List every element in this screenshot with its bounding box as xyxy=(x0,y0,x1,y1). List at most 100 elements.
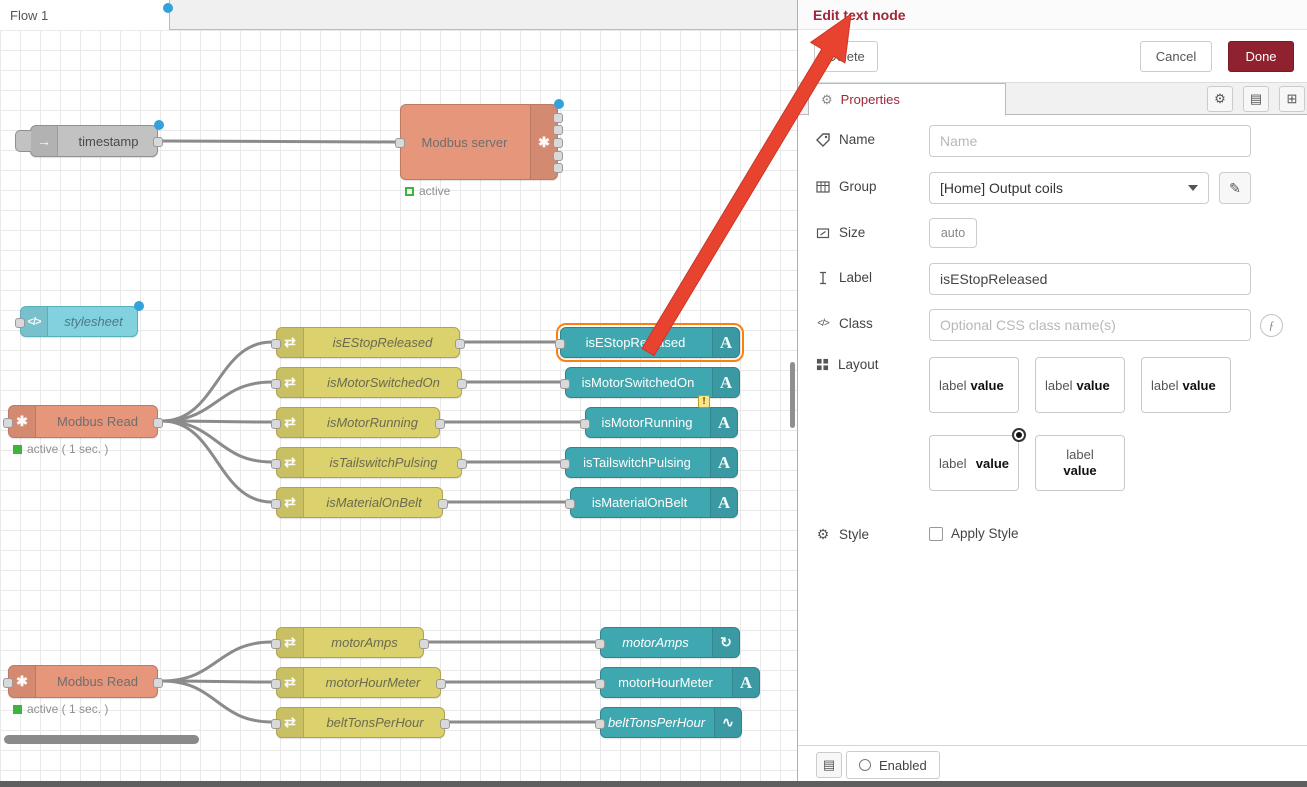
settings-gear-icon[interactable]: ⚙ xyxy=(1207,86,1233,112)
output-port[interactable] xyxy=(435,419,445,429)
edit-tray: Edit text node Delete Cancel Done ⚙ Prop… xyxy=(797,0,1307,787)
output-port[interactable] xyxy=(153,137,163,147)
output-port[interactable] xyxy=(455,339,465,349)
input-port[interactable] xyxy=(560,459,570,469)
node-label: isMotorSwitchedOn xyxy=(566,368,739,397)
class-field-label: </> Class xyxy=(816,309,929,331)
node-change-isEStopReleased[interactable]: ⇄isEStopReleased xyxy=(276,327,460,358)
apply-style-checkbox[interactable] xyxy=(929,527,943,541)
input-port[interactable] xyxy=(271,719,281,729)
input-port[interactable] xyxy=(15,318,25,328)
node-gauge-motorAmps[interactable]: ↻motorAmps xyxy=(600,627,740,658)
output-port[interactable] xyxy=(438,499,448,509)
name-input[interactable] xyxy=(929,125,1251,157)
inject-trigger-button[interactable] xyxy=(15,130,31,152)
label-input[interactable] xyxy=(929,263,1251,295)
input-port[interactable] xyxy=(271,499,281,509)
tab-properties[interactable]: ⚙ Properties xyxy=(808,83,1006,116)
layout-option-label-text: label xyxy=(939,378,966,393)
output-port[interactable] xyxy=(553,151,563,161)
node-layer: →timestamp ✱Modbus serveractive </>stylesh… xyxy=(0,0,797,787)
input-port[interactable] xyxy=(595,639,605,649)
input-port[interactable] xyxy=(595,679,605,689)
node-text-motorHourMeter[interactable]: AmotorHourMeter xyxy=(600,667,760,698)
edit-group-button[interactable]: ✎ xyxy=(1219,172,1251,204)
node-change-beltTonsPerHour[interactable]: ⇄beltTonsPerHour xyxy=(276,707,445,738)
output-port[interactable] xyxy=(153,678,163,688)
layout-option-spread[interactable]: labelvalue xyxy=(929,435,1019,491)
changed-indicator xyxy=(134,301,144,311)
input-port[interactable] xyxy=(271,639,281,649)
tray-header: Edit text node xyxy=(798,0,1307,30)
node-text-isEStopReleased[interactable]: AisEStopReleased xyxy=(560,327,740,358)
node-modbus-read-2[interactable]: ✱Modbus Readactive ( 1 sec. ) xyxy=(8,665,158,698)
output-port[interactable] xyxy=(153,418,163,428)
input-port[interactable] xyxy=(3,418,13,428)
description-doc-icon[interactable]: ▤ xyxy=(1243,86,1269,112)
node-text-isTailswitchPulsing[interactable]: AisTailswitchPulsing xyxy=(565,447,738,478)
output-port[interactable] xyxy=(419,639,429,649)
input-port[interactable] xyxy=(271,379,281,389)
node-change-isMotorSwitchedOn[interactable]: ⇄isMotorSwitchedOn xyxy=(276,367,462,398)
node-change-motorHourMeter[interactable]: ⇄motorHourMeter xyxy=(276,667,441,698)
node-text-isMotorRunning[interactable]: AisMotorRunning! xyxy=(585,407,738,438)
input-port[interactable] xyxy=(271,419,281,429)
output-port[interactable] xyxy=(436,679,446,689)
output-port[interactable] xyxy=(553,113,563,123)
node-timestamp[interactable]: →timestamp xyxy=(30,125,158,157)
vertical-scrollbar[interactable] xyxy=(790,362,795,428)
input-port[interactable] xyxy=(565,499,575,509)
layout-option-label-text: label xyxy=(1151,378,1178,393)
layout-option-value-text: value xyxy=(970,378,1003,393)
node-change-isMaterialOnBelt[interactable]: ⇄isMaterialOnBelt xyxy=(276,487,443,518)
node-label: isMotorSwitchedOn xyxy=(277,368,461,397)
output-port[interactable] xyxy=(457,459,467,469)
node-modbus-server[interactable]: ✱Modbus serveractive xyxy=(400,104,558,180)
input-port[interactable] xyxy=(580,419,590,429)
cancel-button[interactable]: Cancel xyxy=(1140,41,1212,72)
size-auto-button[interactable]: auto xyxy=(929,218,977,248)
output-port[interactable] xyxy=(553,125,563,135)
layout-option-stacked[interactable]: labelvalue xyxy=(1035,435,1125,491)
node-text-isMotorSwitchedOn[interactable]: AisMotorSwitchedOn xyxy=(565,367,740,398)
node-text-isMaterialOnBelt[interactable]: AisMaterialOnBelt xyxy=(570,487,738,518)
input-port[interactable] xyxy=(271,459,281,469)
input-port[interactable] xyxy=(555,339,565,349)
layout-option-value-text: value xyxy=(1076,378,1109,393)
node-change-isMotorRunning[interactable]: ⇄isMotorRunning xyxy=(276,407,440,438)
class-fx-button[interactable]: ƒ xyxy=(1260,314,1283,337)
done-button[interactable]: Done xyxy=(1228,41,1294,72)
node-stylesheet[interactable]: </>stylesheet xyxy=(20,306,138,337)
text-cursor-icon xyxy=(816,271,830,285)
input-port[interactable] xyxy=(271,339,281,349)
group-field-label: Group xyxy=(816,172,929,194)
input-port[interactable] xyxy=(395,138,405,148)
output-port[interactable] xyxy=(553,138,563,148)
horizontal-scrollbar[interactable] xyxy=(4,735,199,744)
docs-button[interactable]: ▤ xyxy=(816,752,842,778)
flow-canvas[interactable]: Flow 1 →timestamp✱Modbus serveractive</>… xyxy=(0,0,797,787)
input-port[interactable] xyxy=(595,719,605,729)
class-input[interactable] xyxy=(929,309,1251,341)
enabled-toggle[interactable]: Enabled xyxy=(846,751,940,779)
layout-option-left[interactable]: label value xyxy=(929,357,1019,413)
node-label: Modbus server xyxy=(401,105,557,179)
node-change-isTailswitchPulsing[interactable]: ⇄isTailswitchPulsing xyxy=(276,447,462,478)
output-port[interactable] xyxy=(457,379,467,389)
output-port[interactable] xyxy=(440,719,450,729)
node-label: isTailswitchPulsing xyxy=(277,448,461,477)
layout-option-center[interactable]: labelvalue xyxy=(1035,357,1125,413)
node-change-motorAmps[interactable]: ⇄motorAmps xyxy=(276,627,424,658)
input-port[interactable] xyxy=(271,679,281,689)
layout-option-right[interactable]: labelvalue xyxy=(1141,357,1231,413)
node-label: isEStopReleased xyxy=(277,328,459,357)
status-dot-icon xyxy=(13,705,22,714)
group-select[interactable]: [Home] Output coils xyxy=(929,172,1209,204)
node-chart-beltTonsPerHour[interactable]: ∿beltTonsPerHour xyxy=(600,707,742,738)
input-port[interactable] xyxy=(3,678,13,688)
appearance-layout-icon[interactable]: ⊞ xyxy=(1279,86,1305,112)
input-port[interactable] xyxy=(560,379,570,389)
node-modbus-read-1[interactable]: ✱Modbus Readactive ( 1 sec. ) xyxy=(8,405,158,438)
output-port[interactable] xyxy=(553,163,563,173)
delete-button[interactable]: Delete xyxy=(814,41,878,72)
